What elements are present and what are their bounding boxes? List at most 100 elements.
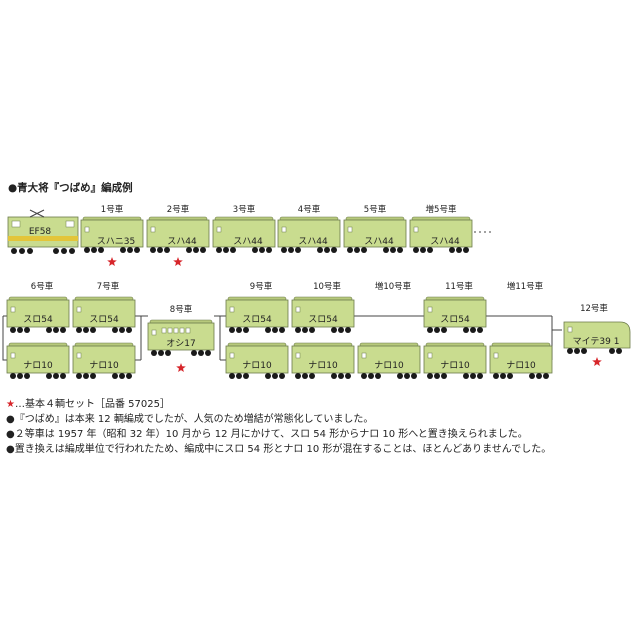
first-class-car-suro54-body — [423, 299, 487, 328]
passenger-car — [277, 216, 341, 253]
car-class-label: スハ44 — [233, 237, 263, 247]
first-class-car-naro10-wheel — [272, 373, 278, 379]
dining-car-door-window — [151, 329, 157, 336]
first-class-car-naro10-body — [291, 345, 355, 374]
passenger-car-wheel — [193, 247, 199, 253]
passenger-car-wheel — [331, 247, 337, 253]
car-class-label: スハニ35 — [97, 237, 135, 247]
first-class-car-naro10 — [225, 342, 289, 379]
first-class-car-naro10-wheel — [493, 373, 499, 379]
first-class-car-naro10-wheel — [507, 373, 513, 379]
locomotive-wheel — [53, 248, 59, 254]
note-2: ●『つばめ』は本来 12 輌編成でしたが、人気のため増結が常態化していました。 — [6, 412, 373, 425]
first-class-car-naro10-wheel — [529, 373, 535, 379]
first-class-car-naro10-door-window — [295, 352, 301, 359]
dining-car-window — [173, 327, 179, 334]
first-class-car-naro10-wheel — [302, 373, 308, 379]
first-class-car-naro10-body — [72, 345, 136, 374]
note-4: ●置き換えは編成単位で行われたため、編成中にスロ 54 形とナロ 10 形が混在… — [6, 442, 551, 455]
car-class-label: スハ44 — [430, 237, 460, 247]
passenger-car-wheel — [91, 247, 97, 253]
first-class-car-suro54-wheel — [463, 327, 469, 333]
first-class-car-naro10-wheel — [309, 373, 315, 379]
locomotive-band — [8, 236, 78, 241]
first-class-car-naro10-wheel — [90, 373, 96, 379]
car-number-label: 9号車 — [250, 281, 273, 292]
locomotive: EF58 — [7, 209, 79, 254]
first-class-car-suro54 — [72, 296, 136, 333]
first-class-car-suro54-door-window — [427, 306, 433, 313]
note-1-star: ★ — [6, 399, 15, 410]
car-number-label: 5号車 — [364, 204, 387, 215]
first-class-car-naro10-wheel — [112, 373, 118, 379]
car-class-label: スロ54 — [440, 315, 470, 325]
first-class-car-suro54-wheel — [76, 327, 82, 333]
first-class-car-naro10-wheel — [10, 373, 16, 379]
dining-car-wheel — [158, 350, 164, 356]
passenger-car-door-window — [216, 226, 222, 233]
first-class-car-suro54-door-window — [76, 306, 82, 313]
first-class-car-suro54-wheel — [112, 327, 118, 333]
first-class-car-naro10-wheel — [76, 373, 82, 379]
first-class-car-suro54-wheel — [477, 327, 483, 333]
first-class-car-naro10-wheel — [404, 373, 410, 379]
passenger-car-wheel — [383, 247, 389, 253]
first-class-car-suro54-wheel — [119, 327, 125, 333]
passenger-car-wheel — [252, 247, 258, 253]
car-class-label: オシ17 — [166, 338, 195, 349]
car-class-label: ナロ10 — [23, 360, 53, 371]
passenger-car-wheel — [397, 247, 403, 253]
dining-car — [147, 319, 215, 356]
first-class-car-naro10-wheel — [345, 373, 351, 379]
first-class-car-naro10-wheel — [331, 373, 337, 379]
passenger-car-wheel — [420, 247, 426, 253]
first-class-car-suro54-wheel — [338, 327, 344, 333]
first-class-car-naro10-wheel — [279, 373, 285, 379]
locomotive-window — [65, 220, 75, 228]
first-class-car-suro54-wheel — [24, 327, 30, 333]
passenger-car-wheel — [288, 247, 294, 253]
first-class-car-naro10-door-window — [10, 352, 16, 359]
first-class-car-naro10-body — [225, 345, 289, 374]
first-class-car-suro54-body — [225, 299, 289, 328]
first-class-car-naro10-wheel — [543, 373, 549, 379]
car-class-label: スハ44 — [167, 237, 197, 247]
car-number-label: 1号車 — [101, 204, 124, 215]
car-class-label: スロ54 — [242, 315, 272, 325]
first-class-car-naro10-wheel — [119, 373, 125, 379]
passenger-car-wheel — [134, 247, 140, 253]
first-class-car-naro10-wheel — [463, 373, 469, 379]
car-number-label: 2号車 — [167, 204, 190, 215]
first-class-car-suro54-door-window — [295, 306, 301, 313]
passenger-car — [343, 216, 407, 253]
first-class-car-naro10-wheel — [53, 373, 59, 379]
dining-car-window — [185, 327, 191, 334]
first-class-car-naro10 — [291, 342, 355, 379]
first-class-car-suro54-wheel — [83, 327, 89, 333]
first-class-car-suro54-wheel — [236, 327, 242, 333]
passenger-car-wheel — [223, 247, 229, 253]
passenger-car-body — [212, 219, 276, 248]
car-number-label: 10号車 — [313, 281, 341, 292]
first-class-car-suro54 — [6, 296, 70, 333]
first-class-car-naro10-wheel — [470, 373, 476, 379]
passenger-car-wheel — [230, 247, 236, 253]
first-class-car-suro54 — [423, 296, 487, 333]
passenger-car-wheel — [347, 247, 353, 253]
first-class-car-suro54-wheel — [295, 327, 301, 333]
first-class-car-naro10-wheel — [46, 373, 52, 379]
note-2-text: 『つばめ』は本来 12 輌編成でしたが、人気のため増結が常態化していました。 — [15, 412, 374, 425]
passenger-car-wheel — [449, 247, 455, 253]
first-class-car-suro54-wheel — [243, 327, 249, 333]
first-class-car-suro54 — [225, 296, 289, 333]
dining-car-window — [167, 327, 173, 334]
first-class-car-naro10-wheel — [60, 373, 66, 379]
passenger-car-body — [409, 219, 473, 248]
car-number-label: 3号車 — [233, 204, 256, 215]
first-class-car-naro10-door-window — [229, 352, 235, 359]
car-class-label: スハ44 — [298, 237, 328, 247]
first-class-car-naro10-wheel — [368, 373, 374, 379]
car-number-label: 増10号車 — [375, 281, 412, 292]
note-1: ★…基本４輌セット［品番 57025］ — [6, 397, 170, 410]
note-2-bullet: ● — [6, 414, 15, 425]
